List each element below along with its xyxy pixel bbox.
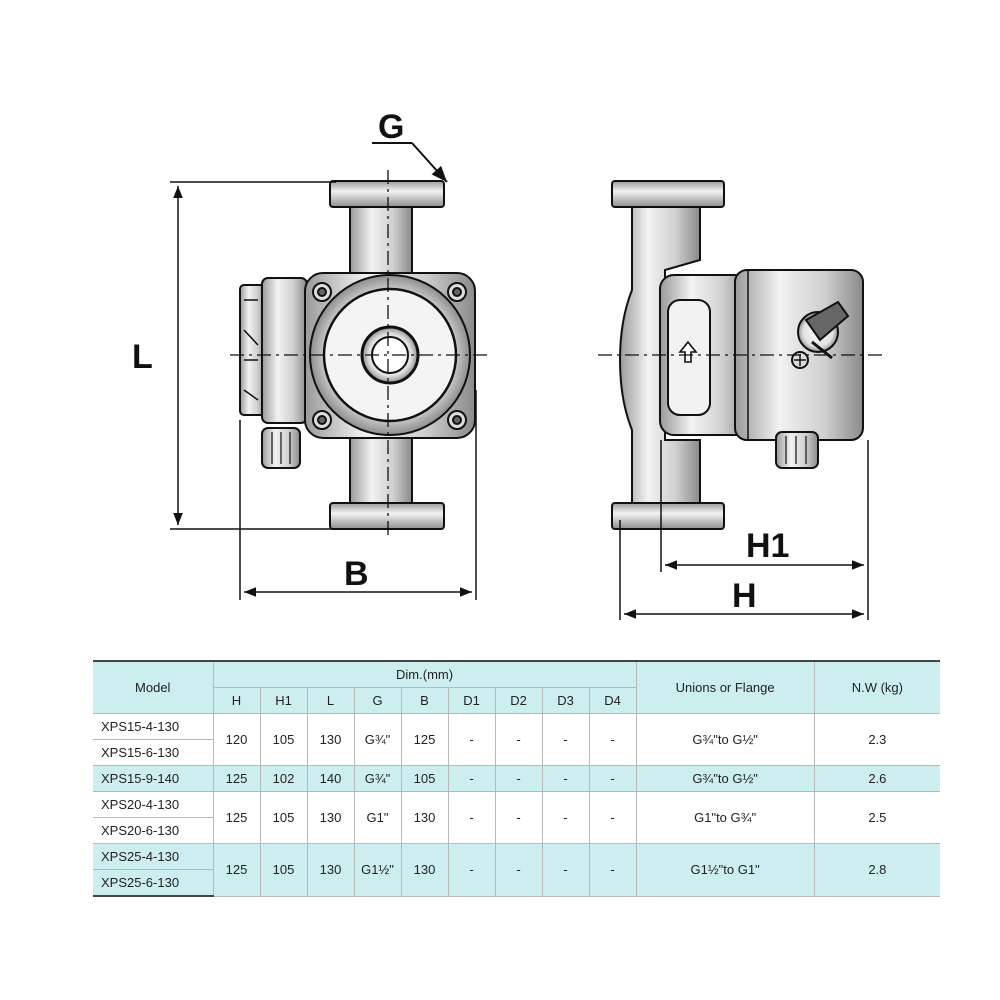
dim-cell: - (447, 843, 496, 897)
model-cell: XPS20-6-130 (93, 817, 214, 844)
dim-cell: - (541, 713, 590, 766)
dim-cell: 130 (306, 791, 355, 844)
table-row: XPS15-9-140 125 102 140 G¾" 105 - - - - … (93, 765, 941, 792)
dim-label-h: H (732, 577, 757, 615)
dim-cell: - (588, 713, 637, 766)
weight-cell: 2.8 (813, 843, 941, 897)
dim-cell: - (447, 791, 496, 844)
dim-cell: G1½" (353, 843, 402, 897)
dim-cell: 125 (212, 843, 261, 897)
header-dim-col: H (212, 687, 261, 714)
dim-cell: 102 (259, 765, 308, 792)
table-row: XPS20-6-130 (93, 817, 940, 844)
dim-label-g: G (378, 108, 404, 146)
header-dim-col: D1 (447, 687, 496, 714)
dim-cell: G¾" (353, 713, 402, 766)
header-unions: Unions or Flange (635, 660, 815, 714)
header-dim-col: H1 (259, 687, 308, 714)
model-cell: XPS15-4-130 (93, 713, 214, 740)
model-cell: XPS15-6-130 (93, 739, 214, 766)
dim-cell: - (494, 791, 543, 844)
dim-cell: - (588, 765, 637, 792)
front-view (239, 180, 476, 530)
dim-cell: - (541, 765, 590, 792)
unions-cell: G1"to G¾" (635, 791, 815, 844)
dim-cell: - (588, 791, 637, 844)
table-row: XPS20-4-130 125 105 130 G1" 130 - - - - … (93, 791, 941, 844)
header-dim-col: D2 (494, 687, 543, 714)
dim-cell: - (494, 843, 543, 897)
unions-cell: G¾"to G½" (635, 765, 815, 792)
model-cell: XPS15-9-140 (93, 765, 214, 792)
model-cell: XPS25-4-130 (93, 843, 214, 870)
dim-label-h1: H1 (746, 527, 789, 565)
dim-cell: - (541, 791, 590, 844)
dim-cell: G¾" (353, 765, 402, 792)
header-dim: Dim.(mm) (212, 660, 637, 688)
dim-cell: 130 (400, 791, 449, 844)
dim-cell: 105 (259, 791, 308, 844)
dim-cell: 105 (259, 713, 308, 766)
dim-label-l: L (132, 338, 153, 376)
header-model: Model (93, 660, 214, 714)
dim-cell: 130 (306, 843, 355, 897)
dim-cell: - (494, 765, 543, 792)
dim-cell: 125 (212, 765, 261, 792)
side-view (611, 180, 864, 530)
header-dim-col: D4 (588, 687, 637, 714)
dim-cell: - (541, 843, 590, 897)
dim-cell: 120 (212, 713, 261, 766)
dim-label-b: B (344, 555, 369, 593)
dimension-spec-table: Model Dim.(mm) Unions or Flange N.W (kg)… (93, 660, 941, 897)
table-row: XPS25-4-130 125 105 130 G1½" 130 - - - -… (93, 843, 941, 897)
model-cell: XPS25-6-130 (93, 869, 214, 897)
header-nw: N.W (kg) (813, 660, 941, 714)
table-row: XPS25-6-130 (93, 869, 940, 897)
header-dim-col: L (306, 687, 355, 714)
dim-cell: - (588, 843, 637, 897)
dim-cell: - (494, 713, 543, 766)
dim-cell: 140 (306, 765, 355, 792)
dim-cell: G1" (353, 791, 402, 844)
dim-cell: 130 (400, 843, 449, 897)
weight-cell: 2.3 (813, 713, 941, 766)
pump-technical-drawing: G L B (132, 108, 885, 620)
unions-cell: G1½"to G1" (635, 843, 815, 897)
unions-cell: G¾"to G½" (635, 713, 815, 766)
header-dim-col: G (353, 687, 402, 714)
weight-cell: 2.5 (813, 791, 941, 844)
dim-cell: 125 (212, 791, 261, 844)
dim-cell: - (447, 765, 496, 792)
model-cell: XPS20-4-130 (93, 791, 214, 818)
table-row: XPS15-4-130 120 105 130 G¾" 125 - - - - … (93, 713, 941, 766)
dim-cell: - (447, 713, 496, 766)
dim-cell: 105 (259, 843, 308, 897)
header-dim-col: B (400, 687, 449, 714)
header-dim-col: D3 (541, 687, 590, 714)
dim-cell: 105 (400, 765, 449, 792)
weight-cell: 2.6 (813, 765, 941, 792)
table-row: XPS15-6-130 (93, 739, 940, 766)
dim-cell: 125 (400, 713, 449, 766)
dim-cell: 130 (306, 713, 355, 766)
